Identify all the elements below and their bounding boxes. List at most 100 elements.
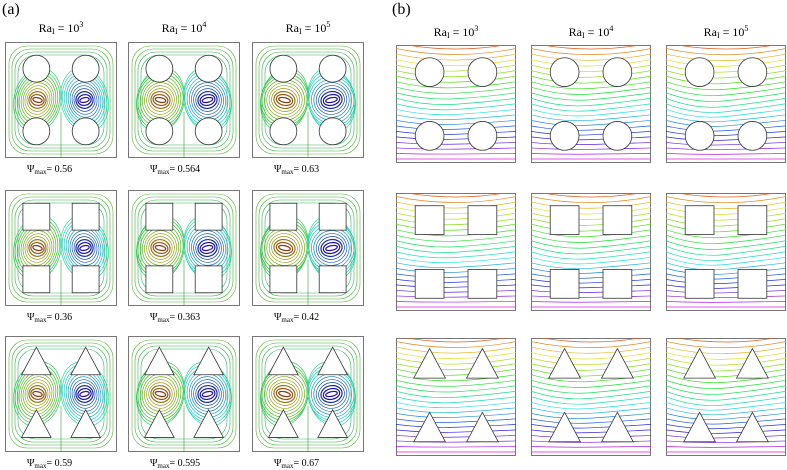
psi-max-label-r0-c2: Ψmax= 0.63 <box>274 164 320 176</box>
streamline-plot-r2-c1-obstacle-1 <box>193 346 225 376</box>
streamline-plot-r0-c1-obstacle-2 <box>145 117 174 146</box>
streamline-plot-r0-c0-obstacle-1 <box>71 54 100 83</box>
isotherm-plot-r2-c0-obstacle-2 <box>413 411 447 443</box>
streamline-plot-r2-c2-obstacle-3 <box>317 409 349 438</box>
panel-b-ra-header-2: RaI = 105 <box>703 24 749 40</box>
panel-a-ra-header-2: RaI = 105 <box>285 20 331 36</box>
streamline-plot-r1-c2-obstacle-0 <box>269 202 298 231</box>
streamline-plot-r0-c1-obstacle-0 <box>145 54 174 83</box>
streamline-plot-r2-c0-obstacle-3 <box>70 409 102 438</box>
streamline-plot-r0-c1 <box>128 42 240 158</box>
streamline-plot-r1-c0 <box>5 190 117 306</box>
psi-max-label-r2-c1: Ψmax= 0.595 <box>150 458 201 470</box>
streamline-plot-r0-c2-obstacle-3 <box>318 117 347 146</box>
psi-max-value: 0.59 <box>54 458 73 469</box>
isotherm-plot-r1-c2-obstacle-2 <box>684 269 715 299</box>
isotherm-plot-r1-c0 <box>396 193 516 311</box>
streamline-plot-r1-c2-obstacle-3 <box>318 265 347 294</box>
isotherm-plot-r2-c2-obstacle-2 <box>683 411 717 443</box>
streamline-plot-r2-c1 <box>128 336 240 452</box>
panel-a-ra-header-0: RaI = 103 <box>38 20 84 36</box>
streamline-plot-r1-c1-obstacle-0 <box>145 202 174 231</box>
streamline-plot-r1-c1-obstacle-3 <box>194 265 223 294</box>
isotherm-plot-r2-c2-obstacle-1 <box>735 347 769 379</box>
psi-max-label-r0-c0: Ψmax= 0.56 <box>27 164 73 176</box>
isotherm-plot-r1-c2-obstacle-3 <box>737 269 768 299</box>
isotherm-plot-r2-c1-obstacle-1 <box>600 347 634 379</box>
psi-max-label-r0-c1: Ψmax= 0.564 <box>150 164 201 176</box>
psi-max-label-r2-c0: Ψmax= 0.59 <box>27 458 73 470</box>
isotherm-plot-r1-c0-obstacle-3 <box>467 269 498 299</box>
streamline-plot-r0-c0-obstacle-0 <box>22 54 51 83</box>
isotherm-plot-r0-c0-obstacle-0 <box>414 57 445 87</box>
streamline-plot-r0-c0-obstacle-3 <box>71 117 100 146</box>
psi-max-value: 0.363 <box>177 312 201 323</box>
streamline-plot-r1-c2-obstacle-1 <box>318 202 347 231</box>
isotherm-plot-r0-c1-obstacle-3 <box>602 121 633 151</box>
isotherm-plot-r0-c1-obstacle-0 <box>549 57 580 87</box>
psi-max-label-r1-c1: Ψmax= 0.363 <box>150 312 201 324</box>
isotherm-plot-r0-c1-obstacle-2 <box>549 121 580 151</box>
isotherm-plot-r2-c0-obstacle-1 <box>465 347 499 379</box>
panel-a-ra-header-1: RaI = 104 <box>161 20 207 36</box>
isotherm-plot-r1-c0-obstacle-1 <box>467 205 498 235</box>
isotherm-plot-r2-c1-obstacle-3 <box>600 411 634 443</box>
isotherm-plot-r1-c2-obstacle-1 <box>737 205 768 235</box>
psi-max-label-r2-c2: Ψmax= 0.67 <box>274 458 320 470</box>
streamline-plot-r0-c2-obstacle-0 <box>269 54 298 83</box>
isotherm-plot-r1-c0-obstacle-2 <box>414 269 445 299</box>
streamline-plot-r1-c2 <box>252 190 364 306</box>
streamline-plot-r2-c0-obstacle-2 <box>20 409 52 438</box>
isotherm-plot-r2-c2-obstacle-3 <box>735 411 769 443</box>
isotherm-plot-r0-c0-obstacle-1 <box>467 57 498 87</box>
streamline-plot-r1-c1-obstacle-2 <box>145 265 174 294</box>
streamline-plot-r0-c2-obstacle-2 <box>269 117 298 146</box>
psi-max-value: 0.36 <box>54 312 73 323</box>
psi-max-label-r1-c0: Ψmax= 0.36 <box>27 312 73 324</box>
panel-b-ra-header-1: RaI = 104 <box>568 24 614 40</box>
isotherm-plot-r0-c0 <box>396 45 516 163</box>
psi-max-value: 0.595 <box>177 458 201 469</box>
isotherm-plot-r0-c2-obstacle-0 <box>684 57 715 87</box>
streamline-plot-r2-c1-obstacle-0 <box>143 346 175 376</box>
isotherm-plot-r1-c0-obstacle-0 <box>414 205 445 235</box>
isotherm-plot-r2-c1 <box>531 338 651 456</box>
streamline-plot-r1-c2-obstacle-2 <box>269 265 298 294</box>
panel-b-ra-header-0: RaI = 103 <box>433 24 479 40</box>
streamline-plot-r2-c0 <box>5 336 117 452</box>
streamline-plot-r2-c2-obstacle-2 <box>267 409 299 438</box>
streamline-plot-r0-c2 <box>252 42 364 158</box>
streamline-plot-r1-c0-obstacle-3 <box>71 265 100 294</box>
psi-max-value: 0.564 <box>177 164 201 175</box>
isotherm-plot-r2-c0-obstacle-3 <box>465 411 499 443</box>
streamline-plot-r1-c0-obstacle-0 <box>22 202 51 231</box>
isotherm-plot-r1-c1-obstacle-2 <box>549 269 580 299</box>
isotherm-plot-r0-c1 <box>531 45 651 163</box>
streamline-plot-r0-c1-obstacle-1 <box>194 54 223 83</box>
streamline-plot-r1-c1 <box>128 190 240 306</box>
psi-max-value: 0.56 <box>54 164 73 175</box>
streamline-plot-r0-c2-obstacle-1 <box>318 54 347 83</box>
isotherm-plot-r2-c0 <box>396 338 516 456</box>
streamline-plot-r2-c0-obstacle-0 <box>20 346 52 376</box>
streamline-plot-r2-c2-obstacle-0 <box>267 346 299 376</box>
isotherm-plot-r1-c2 <box>666 193 786 311</box>
isotherm-plot-r0-c0-obstacle-2 <box>414 121 445 151</box>
isotherm-plot-r0-c2-obstacle-2 <box>684 121 715 151</box>
isotherm-plot-r0-c1-obstacle-1 <box>602 57 633 87</box>
isotherm-plot-r2-c2-obstacle-0 <box>683 347 717 379</box>
isotherm-plot-r1-c1-obstacle-0 <box>549 205 580 235</box>
isotherm-plot-r2-c2 <box>666 338 786 456</box>
psi-max-value: 0.67 <box>301 458 320 469</box>
streamline-plot-r0-c1-obstacle-3 <box>194 117 223 146</box>
streamline-plot-r1-c1-obstacle-1 <box>194 202 223 231</box>
isotherm-plot-r2-c1-obstacle-2 <box>548 411 582 443</box>
isotherm-plot-r0-c2 <box>666 45 786 163</box>
isotherm-plot-r2-c1-obstacle-0 <box>548 347 582 379</box>
isotherm-plot-r1-c1 <box>531 193 651 311</box>
isotherm-plot-r0-c2-obstacle-1 <box>737 57 768 87</box>
streamline-plot-r2-c1-obstacle-2 <box>143 409 175 438</box>
streamline-plot-r0-c0 <box>5 42 117 158</box>
streamline-plot-r2-c0-obstacle-1 <box>70 346 102 376</box>
streamline-plot-r2-c1-obstacle-3 <box>193 409 225 438</box>
